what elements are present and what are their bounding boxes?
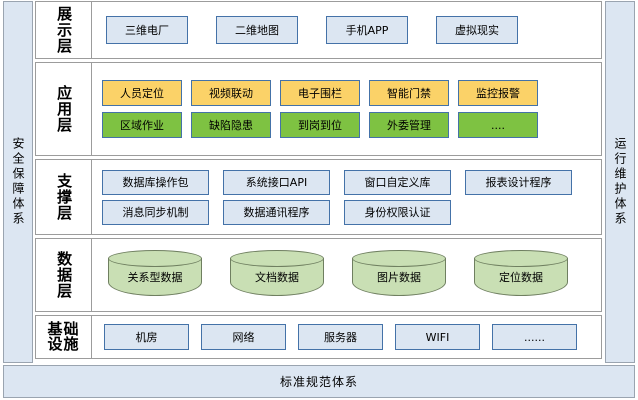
layer-display-row: 三维电厂 二维地图 手机APP 虚拟现实 [98, 16, 595, 44]
support-item-message-sync-mechanism[interactable]: 消息同步机制 [102, 199, 209, 225]
right-sidebar-ops-maintenance-system: 运行维护体系 [605, 1, 635, 363]
layer-infrastructure: 基础 设施 机房 网络 服务器 WIFI ...... [35, 315, 602, 359]
layer-infrastructure-title: 基础 设施 [47, 319, 80, 353]
support-item-window-custom-library[interactable]: 窗口自定义库 [344, 169, 451, 195]
right-sidebar-label: 运行维护体系 [613, 137, 627, 227]
data-cylinder-positioning[interactable]: 定位数据 [474, 250, 568, 300]
layer-application-body: 人员定位 视频联动 电子围栏 智能门禁 监控报警 区域作业 缺陷隐患 到岗到位 … [92, 63, 601, 155]
app-item-smart-access-control[interactable]: 智能门禁 [369, 80, 449, 106]
support-item-identity-authorization[interactable]: 身份权限认证 [344, 199, 451, 225]
layer-support-title: 支撑层 [55, 173, 74, 221]
layer-stack: 展示层 三维电厂 二维地图 手机APP 虚拟现实 应用层 [35, 1, 602, 363]
app-item-more[interactable]: .... [458, 112, 538, 138]
layer-application-row-2: 区域作业 缺陷隐患 到岗到位 外委管理 .... [98, 112, 595, 138]
infra-item-server[interactable]: 服务器 [298, 324, 383, 350]
data-cylinder-document-label: 文档数据 [255, 271, 299, 284]
app-item-outsourcing-management[interactable]: 外委管理 [369, 112, 449, 138]
display-item-3d-plant[interactable]: 三维电厂 [106, 16, 188, 44]
layer-display-title: 展示层 [55, 6, 74, 54]
app-item-area-operation[interactable]: 区域作业 [102, 112, 182, 138]
infra-item-computer-room[interactable]: 机房 [104, 324, 189, 350]
diagram-main-area: 安全保障体系 展示层 三维电厂 二维地图 手机APP 虚拟现实 [3, 1, 635, 363]
support-item-report-design-program[interactable]: 报表设计程序 [465, 169, 572, 195]
layer-application-title: 应用层 [55, 85, 74, 133]
display-item-2d-map[interactable]: 二维地图 [216, 16, 298, 44]
layer-data-row: 关系型数据 文档数据 图片数据 [98, 250, 595, 300]
data-cylinder-image[interactable]: 图片数据 [352, 250, 446, 300]
layer-infrastructure-title-line2: 设施 [47, 335, 80, 353]
layer-data-title: 数据层 [55, 251, 74, 299]
layer-data-body: 关系型数据 文档数据 图片数据 [92, 239, 601, 311]
layer-data: 数据层 关系型数据 文档数据 [35, 238, 602, 312]
app-item-monitoring-alarm[interactable]: 监控报警 [458, 80, 538, 106]
support-item-database-operation-package[interactable]: 数据库操作包 [102, 169, 209, 195]
cylinder-top-icon [230, 250, 324, 267]
layer-infrastructure-title-line1: 基础 [47, 319, 80, 338]
bottom-bar-standards-system: 标准规范体系 [3, 365, 635, 398]
layer-support-body: 数据库操作包 系统接口API 窗口自定义库 报表设计程序 消息同步机制 数据通讯… [92, 160, 601, 234]
layer-support: 支撑层 数据库操作包 系统接口API 窗口自定义库 报表设计程序 消息同步机制 … [35, 159, 602, 235]
layer-application-row-1: 人员定位 视频联动 电子围栏 智能门禁 监控报警 [98, 80, 595, 106]
layer-support-row-1: 数据库操作包 系统接口API 窗口自定义库 报表设计程序 [98, 169, 595, 195]
data-cylinder-document[interactable]: 文档数据 [230, 250, 324, 300]
data-cylinder-relational[interactable]: 关系型数据 [108, 250, 202, 300]
cylinder-top-icon [108, 250, 202, 267]
layer-display-title-cell: 展示层 [36, 2, 92, 58]
cylinder-top-icon [352, 250, 446, 267]
display-item-virtual-reality[interactable]: 虚拟现实 [436, 16, 518, 44]
bottom-bar-label: 标准规范体系 [279, 375, 358, 389]
data-cylinder-positioning-label: 定位数据 [499, 271, 543, 284]
layer-support-row-2: 消息同步机制 数据通讯程序 身份权限认证 [98, 199, 595, 225]
layer-data-title-cell: 数据层 [36, 239, 92, 311]
data-cylinder-image-label: 图片数据 [377, 271, 421, 284]
layer-infrastructure-body: 机房 网络 服务器 WIFI ...... [92, 316, 601, 358]
app-item-electronic-fence[interactable]: 电子围栏 [280, 80, 360, 106]
left-sidebar-label: 安全保障体系 [11, 137, 25, 227]
data-cylinder-relational-label: 关系型数据 [127, 271, 183, 284]
app-item-on-duty-in-place[interactable]: 到岗到位 [280, 112, 360, 138]
support-item-system-interface-api[interactable]: 系统接口API [223, 169, 330, 195]
layer-infrastructure-title-cell: 基础 设施 [36, 316, 92, 358]
display-item-mobile-app[interactable]: 手机APP [326, 16, 408, 44]
layer-infrastructure-row: 机房 网络 服务器 WIFI ...... [98, 324, 595, 350]
support-item-data-communication-program[interactable]: 数据通讯程序 [223, 199, 330, 225]
infra-item-wifi[interactable]: WIFI [395, 324, 480, 350]
layer-display-body: 三维电厂 二维地图 手机APP 虚拟现实 [92, 2, 601, 58]
infra-item-network[interactable]: 网络 [201, 324, 286, 350]
layer-application: 应用层 人员定位 视频联动 电子围栏 智能门禁 监控报警 区域作业 缺陷隐患 到… [35, 62, 602, 156]
infra-item-more[interactable]: ...... [492, 324, 577, 350]
layer-display: 展示层 三维电厂 二维地图 手机APP 虚拟现实 [35, 1, 602, 59]
cylinder-top-icon [474, 250, 568, 267]
layer-support-title-cell: 支撑层 [36, 160, 92, 234]
left-sidebar-security-system: 安全保障体系 [3, 1, 33, 363]
app-item-defect-hazard[interactable]: 缺陷隐患 [191, 112, 271, 138]
app-item-personnel-positioning[interactable]: 人员定位 [102, 80, 182, 106]
app-item-video-linkage[interactable]: 视频联动 [191, 80, 271, 106]
layer-application-title-cell: 应用层 [36, 63, 92, 155]
